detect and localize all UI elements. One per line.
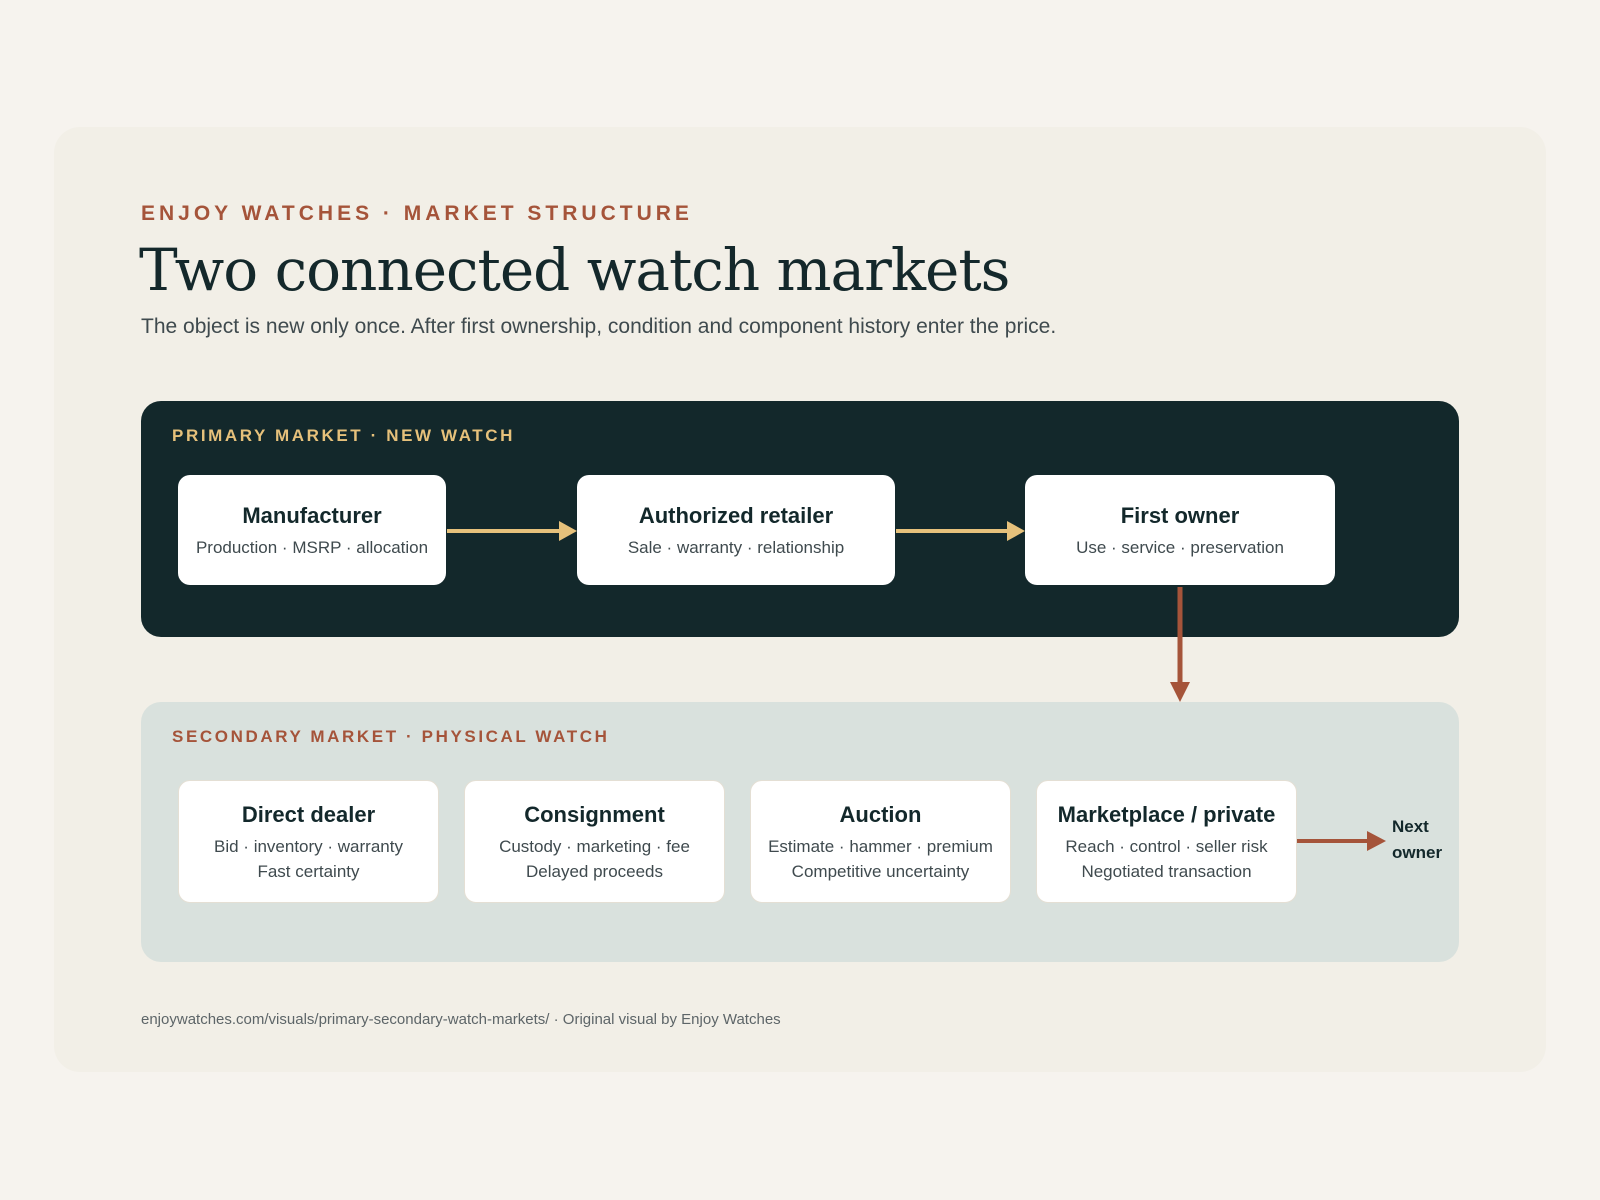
node-direct-dealer: Direct dealer Bid · inventory · warranty… [178, 780, 439, 903]
node-detail: Custody · marketing · fee [499, 836, 690, 856]
node-first-owner: First owner Use · service · preservation [1025, 475, 1335, 585]
node-title: Authorized retailer [638, 502, 834, 528]
node-title: Consignment [524, 801, 665, 827]
node-title: Auction [839, 801, 922, 827]
node-title: First owner [1120, 502, 1240, 528]
secondary-market-label: SECONDARY MARKET · PHYSICAL WATCH [172, 727, 610, 746]
page-title: Two connected watch markets [139, 236, 1010, 304]
node-detail: Use · service · preservation [1076, 537, 1284, 557]
primary-market-panel: PRIMARY MARKET · NEW WATCH Manufacturer … [141, 401, 1459, 637]
node-outcome: Competitive uncertainty [791, 861, 970, 881]
node-manufacturer: Manufacturer Production · MSRP · allocat… [178, 475, 446, 585]
next-owner-line2: owner [1392, 843, 1443, 862]
secondary-market-panel: SECONDARY MARKET · PHYSICAL WATCH Direct… [141, 702, 1459, 962]
node-outcome: Negotiated transaction [1081, 861, 1252, 881]
node-detail: Sale · warranty · relationship [627, 537, 845, 557]
footer-credit: enjoywatches.com/visuals/primary-seconda… [141, 1011, 781, 1028]
page-subtitle: The object is new only once. After first… [141, 315, 1057, 338]
node-auction: Auction Estimate · hammer · premium Comp… [750, 780, 1011, 903]
node-detail: Reach · control · seller risk [1065, 836, 1268, 856]
kicker-label: ENJOY WATCHES · MARKET STRUCTURE [141, 202, 693, 225]
node-authorized-retailer: Authorized retailer Sale · warranty · re… [577, 475, 895, 585]
next-owner-label: Next owner [1392, 814, 1442, 866]
node-marketplace-private: Marketplace / private Reach · control · … [1036, 780, 1297, 903]
node-outcome: Delayed proceeds [525, 861, 664, 881]
node-title: Marketplace / private [1057, 801, 1276, 827]
node-outcome: Fast certainty [257, 861, 360, 881]
node-title: Direct dealer [241, 801, 376, 827]
primary-market-label: PRIMARY MARKET · NEW WATCH [172, 426, 516, 445]
next-owner-line1: Next [1392, 817, 1429, 836]
node-consignment: Consignment Custody · marketing · fee De… [464, 780, 725, 903]
node-detail: Production · MSRP · allocation [195, 537, 429, 557]
node-title: Manufacturer [242, 502, 382, 528]
node-detail: Estimate · hammer · premium [768, 836, 993, 856]
node-detail: Bid · inventory · warranty [214, 836, 403, 856]
